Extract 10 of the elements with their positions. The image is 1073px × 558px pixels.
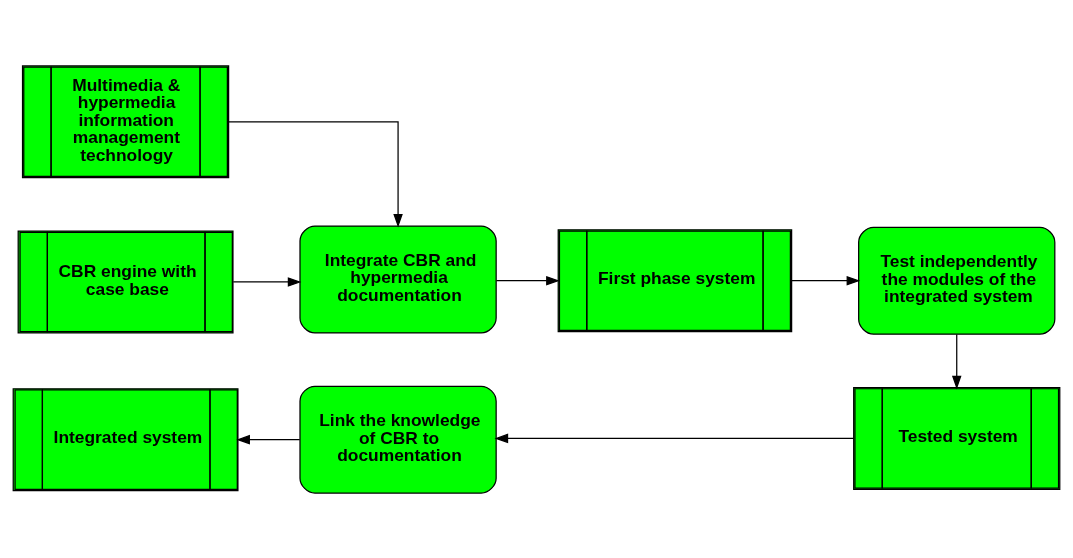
node-box: Test independently the modules of the integrated system [858, 226, 1056, 335]
arrow [494, 433, 855, 443]
arrow [232, 276, 302, 287]
arrow [495, 275, 560, 286]
arrow [236, 434, 301, 444]
arrow [228, 120, 403, 228]
node-box: Link the knowledge of CBR to documentation [299, 385, 497, 494]
arrow [951, 333, 962, 389]
node-box: Integrate CBR and hypermedia documentation [299, 225, 497, 333]
arrow [791, 275, 861, 286]
